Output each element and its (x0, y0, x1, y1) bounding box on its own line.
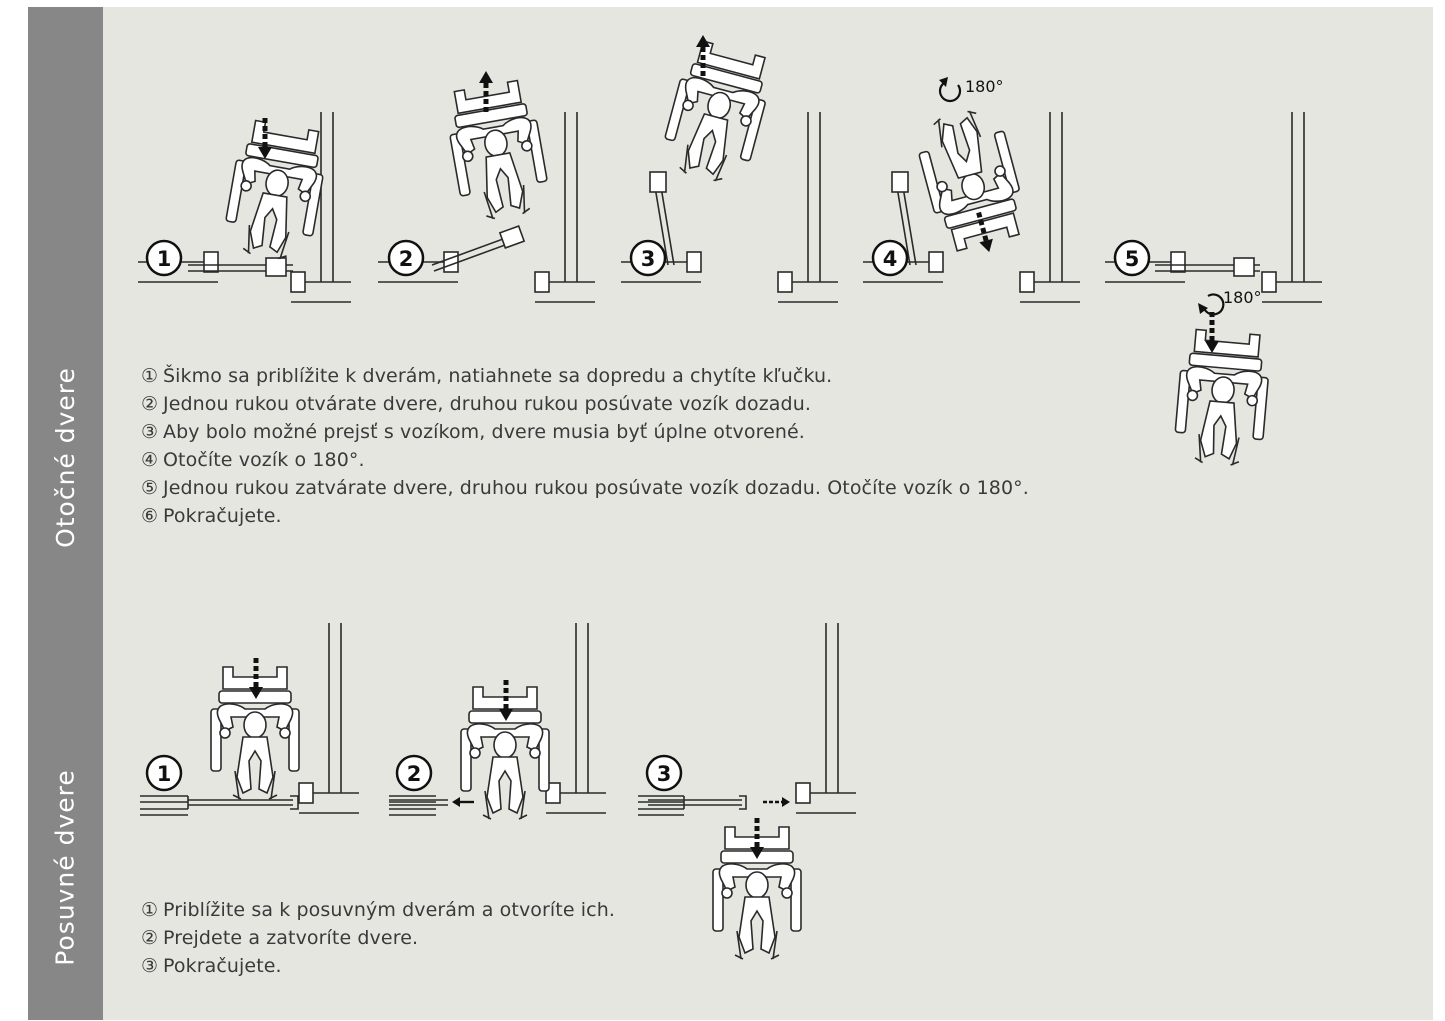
sliding-diagram-3: 3 (638, 622, 857, 960)
swing-diagram-2: 2 (377, 71, 596, 303)
swing-number-badge-5 (1113, 239, 1151, 277)
sliding-number-3: 3 (657, 762, 672, 786)
sliding-number-badge-3 (645, 754, 683, 792)
sliding-diagram-1: 1 (140, 622, 360, 816)
swing-number-badge-4 (871, 239, 909, 277)
sliding-number-badge-2 (395, 754, 433, 792)
instruction-sheet: Otočné dvere Posuvné dvere 1 2 (28, 7, 1433, 1020)
sliding-diagram-2: 2 (389, 622, 607, 820)
swing-number-5: 5 (1125, 247, 1140, 271)
rotation-label-2: 180° (1223, 288, 1262, 307)
swing-diagram-4: 180° 4 (862, 77, 1081, 303)
swing-number-3: 3 (641, 247, 656, 271)
sliding-number-2: 2 (407, 762, 422, 786)
swing-number-badge-2 (387, 239, 425, 277)
rotation-label-1: 180° (965, 77, 1004, 96)
door-diagrams: 1 2 3 (137, 35, 1323, 960)
swing-number-badge-3 (629, 239, 667, 277)
swing-diagram-1: 1 (137, 111, 352, 303)
swing-number-badge-1 (145, 239, 183, 277)
swing-diagram-3: 3 (620, 35, 839, 303)
sliding-number-1: 1 (157, 762, 172, 786)
swing-number-2: 2 (399, 247, 414, 271)
section-sidebar: Otočné dvere Posuvné dvere (28, 7, 103, 1020)
swing-number-1: 1 (157, 247, 172, 271)
swing-number-4: 4 (883, 247, 898, 271)
swing-diagram-5: 180° 5 (1104, 111, 1323, 469)
sliding-number-badge-1 (145, 754, 183, 792)
